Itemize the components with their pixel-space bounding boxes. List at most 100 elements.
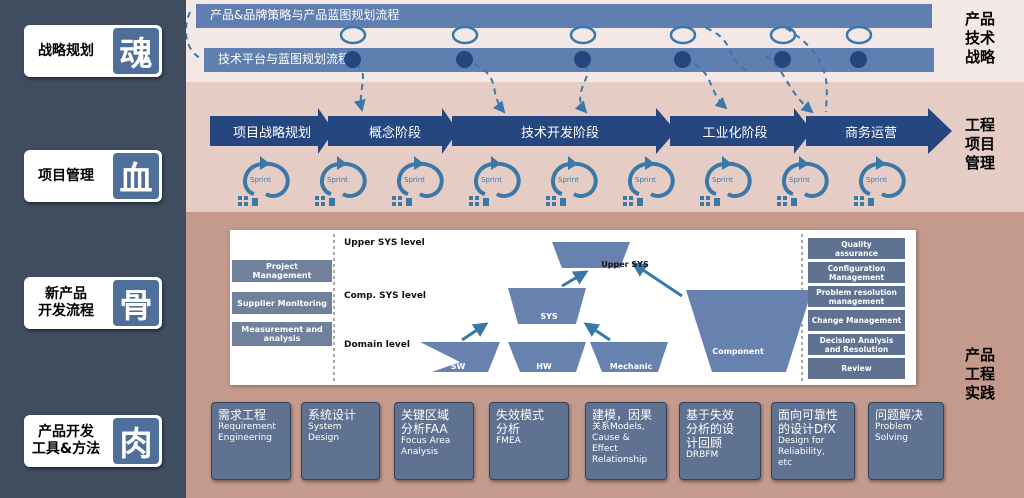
tool-card[interactable]: 需求工程 Requirement Engineering (211, 402, 291, 480)
quality-process-box[interactable]: Quality assurance (808, 238, 905, 259)
milestone-node (344, 51, 361, 68)
phase-arrow-shape (806, 108, 952, 154)
phase-label[interactable]: 技术开发阶段 (520, 126, 599, 141)
v-label-component: Component (712, 347, 764, 356)
phase-arrows (210, 108, 952, 154)
sprint-loop: Sprint (775, 154, 841, 212)
quality-process-box[interactable]: Problem resolution management (808, 286, 905, 307)
row-label-tools[interactable]: 产品开发 工具&方法 肉 (24, 415, 162, 467)
tool-subtitle: Requirement Engineering (218, 422, 276, 443)
tool-card[interactable]: 系统设计 System Design (301, 402, 380, 480)
support-process-box[interactable]: Supplier Monitoring (232, 292, 332, 314)
sprint-label: Sprint (404, 176, 425, 184)
sprint-cycle-icon (238, 156, 290, 206)
band-title-practice: 产品 工程 实践 (964, 346, 995, 402)
sprint-cycle-icon (315, 156, 367, 206)
tool-card[interactable]: 问题解决 Problem Solving (868, 402, 944, 480)
tool-subtitle: Focus Area Analysis (401, 436, 451, 457)
tool-title: 需求工程 (218, 408, 267, 422)
support-process-box[interactable]: Project Management (232, 260, 332, 282)
sprint-cycle-icon (777, 156, 829, 206)
band-title-strategy: 产品 技术 战略 (964, 10, 995, 66)
sprint-cycle-icon (392, 156, 444, 206)
left-panel: 战略规划 魂 项目管理 血 新产品 开发流程 骨 产品开发 工具&方法 肉 (0, 0, 186, 498)
sprint-loop: Sprint (621, 154, 687, 212)
phase-label[interactable]: 概念阶段 (368, 126, 421, 141)
cycle-icon (569, 25, 597, 45)
v-shape-sys (508, 288, 586, 324)
blood-glyph-icon: 血 (113, 153, 159, 199)
tech-platform-bar[interactable]: 技术平台与蓝图规划流程 (204, 48, 934, 72)
sprint-cycle-icon (546, 156, 598, 206)
quality-process-box[interactable]: Configuration Management (808, 262, 905, 283)
sprint-loop: Sprint (467, 154, 533, 212)
row-label-npd[interactable]: 新产品 开发流程 骨 (24, 277, 162, 329)
sprint-loop: Sprint (390, 154, 456, 212)
v-label-hw: HW (536, 362, 552, 371)
row-label-strategy[interactable]: 战略规划 魂 (24, 25, 162, 77)
sprint-label: Sprint (481, 176, 502, 184)
sprint-loop: Sprint (236, 154, 302, 212)
v-shape-hw (508, 342, 586, 372)
flesh-glyph-icon: 肉 (113, 418, 159, 464)
tool-title: 失效模式 分析 (496, 408, 545, 436)
tool-title: 关键区域 分析FAA (401, 408, 450, 436)
soul-glyph-icon: 魂 (113, 28, 159, 74)
tool-subtitle: Problem Solving (875, 422, 912, 443)
sprint-label: Sprint (789, 176, 810, 184)
tool-card[interactable]: 面向可靠性 的设计DfX Design for Reliability, etc (771, 402, 855, 480)
tool-title: 建模，因果 (592, 408, 653, 422)
phase-label[interactable]: 工业化阶段 (702, 126, 768, 141)
cycle-icon (339, 25, 367, 45)
v-shape-mechanic (590, 342, 668, 372)
phase-label[interactable]: 项目战略规划 (232, 126, 311, 141)
sprint-loop: Sprint (313, 154, 379, 212)
milestone-node (774, 51, 791, 68)
quality-process-box[interactable]: Change Management (808, 310, 905, 331)
v-label-sys: SYS (540, 312, 558, 321)
cycle-icon (669, 25, 697, 45)
sprint-cycle-icon (700, 156, 752, 206)
row-label-text: 战略规划 (38, 42, 94, 59)
v-model-graphic (333, 234, 812, 382)
tool-card[interactable]: 基于失效 分析的设 计回顾 DRBFM (679, 402, 761, 480)
level-label: Upper SYS level (344, 238, 425, 248)
cycle-icon (845, 25, 873, 45)
sprint-cycle-icon (623, 156, 675, 206)
cycle-icon (451, 25, 479, 45)
v-shape-sw (420, 342, 500, 372)
row-label-text: 产品开发 工具&方法 (31, 424, 101, 457)
v-label-upper: Upper SYS (601, 260, 649, 269)
phase-arrow-shape (670, 108, 812, 154)
v-shape-upper (552, 242, 630, 268)
milestone-node (456, 51, 473, 68)
phase-arrow-shape (452, 108, 676, 154)
tool-card[interactable]: 关键区域 分析FAA Focus Area Analysis (394, 402, 474, 480)
review-loops (339, 25, 873, 45)
v-shape-component (686, 290, 812, 372)
phase-label[interactable]: 商务运营 (844, 126, 897, 141)
sprint-label: Sprint (712, 176, 733, 184)
dashed-flow-lines (186, 11, 828, 114)
tool-subtitle: DRBFM (686, 450, 719, 460)
tool-subtitle: System Design (308, 422, 342, 443)
product-strategy-bar[interactable]: 产品&品牌策略与产品蓝图规划流程 (196, 4, 932, 28)
sprint-cycle-icon (854, 156, 906, 206)
phase-arrow-shape (328, 108, 458, 154)
sprint-label: Sprint (558, 176, 579, 184)
level-label: Domain level (344, 340, 410, 350)
tool-title: 问题解决 (875, 408, 924, 422)
quality-process-box[interactable]: Decision Analysis and Resolution (808, 334, 905, 355)
sprint-loop: Sprint (698, 154, 764, 212)
quality-process-box[interactable]: Review (808, 358, 905, 379)
milestone-node (574, 51, 591, 68)
tool-subtitle: 关系Models, Cause & Effect Relationship (592, 422, 648, 465)
sprint-label: Sprint (327, 176, 348, 184)
support-process-box[interactable]: Measurement and analysis (232, 322, 332, 346)
tool-subtitle: Design for Reliability, etc (778, 436, 825, 468)
band-title-project: 工程 项目 管理 (964, 116, 995, 172)
tool-card[interactable]: 建模，因果 关系Models, Cause & Effect Relations… (585, 402, 667, 480)
v-label-sw: SW (450, 362, 466, 371)
tool-card[interactable]: 失效模式 分析 FMEA (489, 402, 569, 480)
row-label-project[interactable]: 项目管理 血 (24, 150, 162, 202)
